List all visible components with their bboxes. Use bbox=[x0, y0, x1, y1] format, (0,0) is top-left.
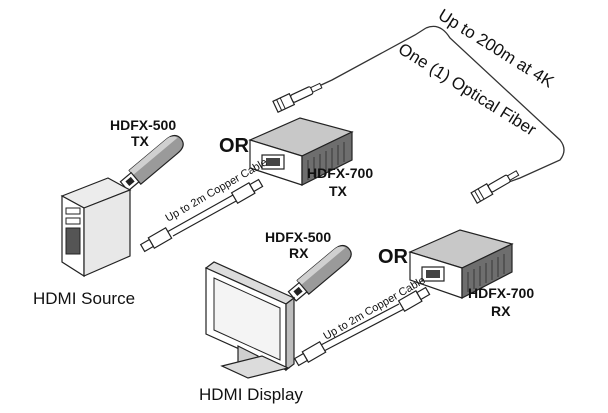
fiber-connector-tx bbox=[272, 82, 323, 113]
hdmi-source-label: HDMI Source bbox=[33, 289, 135, 308]
rx-dongle-model-label: HDFX-500 bbox=[265, 229, 331, 245]
rx-copper-cable bbox=[293, 286, 431, 367]
tx-copper-cable bbox=[139, 178, 264, 253]
hdfx-700-rx-box bbox=[408, 229, 514, 299]
hdmi-display-monitor bbox=[204, 261, 296, 379]
rx-box-role-label: RX bbox=[491, 303, 511, 319]
hdfx-500-rx-dongle bbox=[287, 244, 352, 302]
rx-dongle-role-label: RX bbox=[289, 245, 309, 261]
tx-dongle-role-label: TX bbox=[131, 133, 150, 149]
rx-box-model-label: HDFX-700 bbox=[468, 285, 534, 301]
tx-or-label: OR bbox=[219, 135, 250, 157]
hdmi-display-label: HDMI Display bbox=[199, 385, 303, 404]
tx-box-model-label: HDFX-700 bbox=[307, 165, 373, 181]
tx-box-role-label: TX bbox=[329, 183, 348, 199]
rx-copper-cable-label: Up to 2m Copper Cable bbox=[322, 274, 428, 342]
hdfx-500-tx-dongle bbox=[119, 134, 184, 192]
hdmi-source-pc-tower bbox=[60, 177, 132, 278]
rx-or-label: OR bbox=[378, 246, 409, 268]
tx-dongle-model-label: HDFX-500 bbox=[110, 117, 176, 133]
fiber-connector-rx bbox=[470, 170, 520, 205]
hdfx-700-tx-box bbox=[248, 117, 354, 186]
